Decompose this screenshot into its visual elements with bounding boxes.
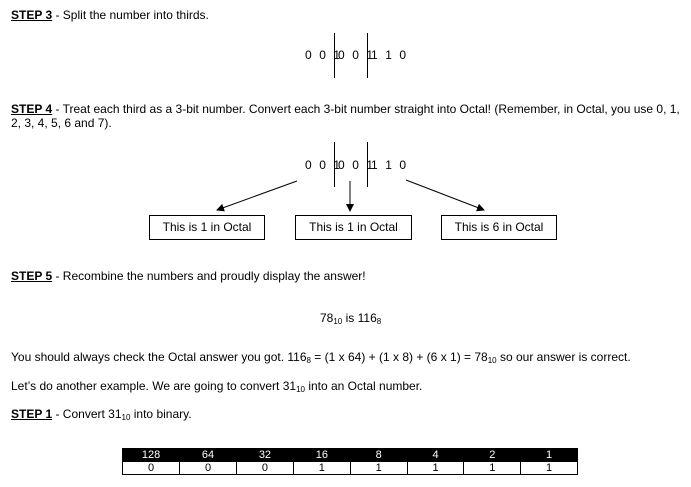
bit-group-3a: 1 1 0 bbox=[371, 48, 409, 62]
bit-group-3b: 1 1 0 bbox=[371, 158, 409, 172]
binary-value-cell: 0 bbox=[121, 461, 181, 475]
bit-group-2a: 0 0 1 bbox=[338, 48, 376, 62]
another-example-paragraph: Let’s do another example. We are going t… bbox=[11, 379, 681, 394]
check-a: You should always check the Octal answer… bbox=[11, 350, 307, 364]
answer-rhs: 116 bbox=[357, 311, 377, 325]
binary-header-cell: 64 bbox=[179, 448, 237, 462]
answer-rhs-base: 8 bbox=[376, 317, 382, 326]
bit-group-2b: 0 0 1 bbox=[338, 158, 376, 172]
binary-header-cell: 8 bbox=[349, 448, 408, 462]
arrow-right bbox=[405, 179, 485, 212]
step4-paragraph: STEP 4 - Treat each third as a 3-bit num… bbox=[11, 102, 681, 130]
check-paragraph: You should always check the Octal answer… bbox=[11, 350, 681, 365]
octal-box-2: This is 1 in Octal bbox=[295, 215, 412, 240]
step3-text: - Split the number into thirds. bbox=[52, 8, 209, 22]
another-base: 10 bbox=[296, 385, 305, 394]
divider-1b bbox=[334, 142, 335, 187]
step5-paragraph: STEP 5 - Recombine the numbers and proud… bbox=[11, 269, 681, 283]
binary-table-value-row: 0 0 0 1 1 1 1 1 bbox=[121, 461, 578, 475]
binary-header-cell: 4 bbox=[406, 448, 465, 462]
bit-group-1b: 0 0 1 bbox=[305, 158, 343, 172]
binary-header-cell: 2 bbox=[463, 448, 522, 462]
divider-1a bbox=[334, 33, 335, 78]
check-a-base: 8 bbox=[306, 356, 311, 365]
octal-box-3: This is 6 in Octal bbox=[441, 215, 557, 240]
another-b: into an Octal number. bbox=[304, 379, 423, 393]
binary-value-cell: 1 bbox=[292, 461, 351, 475]
binary-value-cell: 0 bbox=[179, 461, 237, 475]
step1-text-a: - Convert 31 bbox=[52, 407, 122, 421]
answer-lhs-base: 10 bbox=[333, 317, 343, 326]
octal-box-1: This is 1 in Octal bbox=[149, 215, 265, 240]
binary-value-cell: 1 bbox=[520, 461, 578, 475]
binary-value-cell: 1 bbox=[349, 461, 408, 475]
binary-value-cell: 0 bbox=[235, 461, 294, 475]
step4-text: - Treat each third as a 3-bit number. Co… bbox=[11, 102, 680, 130]
step1-paragraph: STEP 1 - Convert 3110 into binary. bbox=[11, 407, 681, 422]
binary-table-header-row: 128 64 32 16 8 4 2 1 bbox=[121, 448, 578, 462]
binary-header-cell: 128 bbox=[121, 448, 181, 462]
binary-header-cell: 16 bbox=[292, 448, 351, 462]
step1-text-b: into binary. bbox=[130, 407, 192, 421]
check-b: = (1 x 64) + (1 x 8) + (6 x 1) = 78 bbox=[310, 350, 488, 364]
another-a: Let’s do another example. We are going t… bbox=[11, 379, 297, 393]
step1-base: 10 bbox=[121, 413, 131, 422]
bit-group-1a: 0 0 1 bbox=[305, 48, 343, 62]
answer-line: 7810 is 1168 bbox=[320, 311, 382, 326]
binary-table: 128 64 32 16 8 4 2 1 0 0 0 1 1 1 1 1 bbox=[121, 448, 578, 475]
binary-header-cell: 1 bbox=[520, 448, 578, 462]
step4-label: STEP 4 bbox=[11, 102, 53, 116]
check-b-base: 10 bbox=[487, 356, 497, 365]
binary-header-cell: 32 bbox=[235, 448, 294, 462]
check-c: so our answer is correct. bbox=[496, 350, 631, 364]
divider-2a bbox=[367, 33, 368, 78]
step5-text: - Recombine the numbers and proudly disp… bbox=[52, 269, 366, 283]
step1-label: STEP 1 bbox=[11, 407, 53, 421]
answer-lhs: 78 bbox=[320, 311, 334, 325]
binary-value-cell: 1 bbox=[463, 461, 522, 475]
arrow-left bbox=[216, 180, 298, 212]
step3-label: STEP 3 bbox=[11, 8, 53, 22]
divider-2b bbox=[367, 142, 368, 187]
binary-value-cell: 1 bbox=[406, 461, 465, 475]
step5-label: STEP 5 bbox=[11, 269, 53, 283]
answer-mid: is bbox=[342, 311, 358, 325]
step3-paragraph: STEP 3 - Split the number into thirds. bbox=[11, 8, 681, 22]
